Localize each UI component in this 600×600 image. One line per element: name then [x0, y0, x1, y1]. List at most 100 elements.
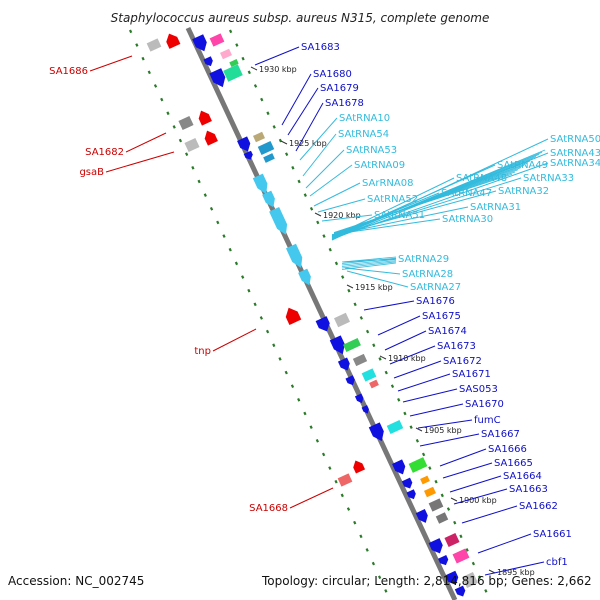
rna-fan-line [341, 257, 397, 264]
forward-gene-label: SA1664 [503, 471, 542, 482]
feature-block [263, 153, 275, 163]
forward-gene-label-leader [287, 87, 319, 136]
rna-label-leader [346, 270, 409, 288]
feature-block [257, 140, 275, 156]
feature-block [146, 38, 162, 52]
forward-gene-label: SA1670 [465, 399, 504, 410]
forward-gene-label-leader [453, 488, 508, 505]
rna-fan-line [341, 256, 397, 263]
rna-label-leader [313, 182, 361, 207]
rna-label: SArRNA08 [362, 178, 413, 189]
forward-gene-label: SA1676 [416, 296, 455, 307]
feature-block [428, 498, 444, 512]
forward-gene-label-leader [384, 330, 427, 351]
forward-gene-label-leader [363, 300, 415, 311]
forward-gene-arrow [445, 570, 459, 585]
genome-backbone [185, 26, 458, 600]
reverse-gene-label: SA1686 [49, 66, 88, 77]
rna-label: SAtRNA47 [441, 188, 492, 199]
forward-gene-label-leader [477, 533, 532, 554]
forward-gene-label-leader [295, 102, 324, 152]
rna-label-leader [309, 164, 353, 197]
rna-features [252, 173, 311, 286]
forward-gene-label: cbf1 [546, 557, 568, 568]
forward-gene-label-leader [377, 315, 421, 336]
kbp-tick-mark [379, 355, 387, 360]
feature-block [178, 115, 194, 131]
forward-gene-arrow [203, 56, 213, 67]
rna-label: SAtRNA10 [339, 113, 390, 124]
rna-label: SAtRNA54 [338, 129, 389, 140]
rna-label: SAtRNA29 [398, 254, 449, 265]
forward-gene-label-leader [417, 419, 473, 429]
kbp-tick-mark [450, 497, 458, 502]
rna-label-leader [331, 206, 469, 236]
feature-block [408, 457, 428, 473]
kbp-tick-label: 1920 kbp [323, 211, 361, 220]
rna-label: SAtRNA33 [523, 173, 574, 184]
kbp-tick-mark [250, 66, 258, 71]
map-title: Staphylococcus aureus subsp. aureus N315… [111, 11, 490, 25]
rna-arrow [285, 243, 303, 268]
feature-block [462, 572, 478, 588]
rna-label: SAtRNA27 [410, 282, 461, 293]
reverse-gene-arrow [166, 33, 181, 49]
feature-block [209, 33, 225, 47]
kbp-tick-label: 1925 kbp [289, 139, 327, 148]
kbp-tick-label: 1900 kbp [459, 496, 497, 505]
rna-fan-line [341, 261, 397, 269]
forward-gene-label: SA1667 [481, 429, 520, 440]
reverse-gene-label-leader [289, 487, 334, 509]
forward-gene-label-leader [461, 505, 518, 524]
forward-gene-label: SA1665 [494, 458, 533, 469]
rna-label: SAtRNA50 [550, 134, 600, 145]
rna-label-leader [331, 218, 441, 236]
forward-gene-arrow [406, 489, 416, 500]
forward-gene-label: SA1680 [313, 69, 352, 80]
reverse-gene-arrow [285, 307, 302, 325]
rna-arrow [298, 268, 311, 286]
forward-gene-arrow [337, 357, 350, 371]
forward-gene-label: SA1675 [422, 311, 461, 322]
forward-gene-label: SA1679 [320, 83, 359, 94]
feature-block [452, 548, 470, 564]
rna-label-leader [317, 198, 366, 213]
forward-gene-arrow [329, 335, 345, 355]
forward-gene-arrow [192, 34, 207, 52]
rna-label: SAtRNA34 [550, 158, 600, 169]
kbp-tick-label: 1915 kbp [355, 283, 393, 292]
forward-gene-label: SA1663 [509, 484, 548, 495]
rna-arrow [269, 206, 288, 235]
forward-gene-label-leader [484, 561, 545, 576]
feature-block [369, 379, 379, 389]
forward-gene-arrow [401, 477, 413, 489]
rna-arrow [252, 173, 268, 195]
forward-gene-label-leader [409, 403, 464, 417]
rna-label-leader [302, 133, 337, 177]
gene-labels: SA1683SA1680SA1679SA1678SA1676SA1675SA16… [49, 42, 600, 576]
reverse-gene-label: SA1682 [85, 147, 124, 158]
forward-gene-label-leader [442, 462, 493, 479]
forward-gene-label: SA1678 [325, 98, 364, 109]
reverse-gene-label-leader [212, 328, 257, 352]
kbp-tick-label: 1905 kbp [424, 426, 462, 435]
reverse-gene-arrow [353, 460, 366, 474]
forward-gene-label: SA1662 [519, 501, 558, 512]
reverse-gene-label-leader [89, 55, 133, 72]
forward-gene-arrow [368, 422, 384, 442]
reverse-gene-label: gsaB [79, 167, 104, 178]
rna-label: SAtRNA53 [346, 145, 397, 156]
forward-gene-arrow [243, 150, 253, 160]
forward-gene-label-leader [449, 475, 502, 493]
rna-fan-line [333, 173, 513, 233]
feature-block [219, 48, 233, 60]
feature-block [352, 353, 368, 367]
kbp-tick-label: 1895 kbp [497, 568, 535, 577]
forward-gene-arrow [415, 509, 428, 523]
reverse-gene-label: SA1668 [249, 503, 288, 514]
feature-block [435, 512, 449, 524]
topology-text: Topology: circular; Length: 2,814,816 bp… [261, 574, 592, 588]
rna-label-leader [299, 117, 338, 161]
